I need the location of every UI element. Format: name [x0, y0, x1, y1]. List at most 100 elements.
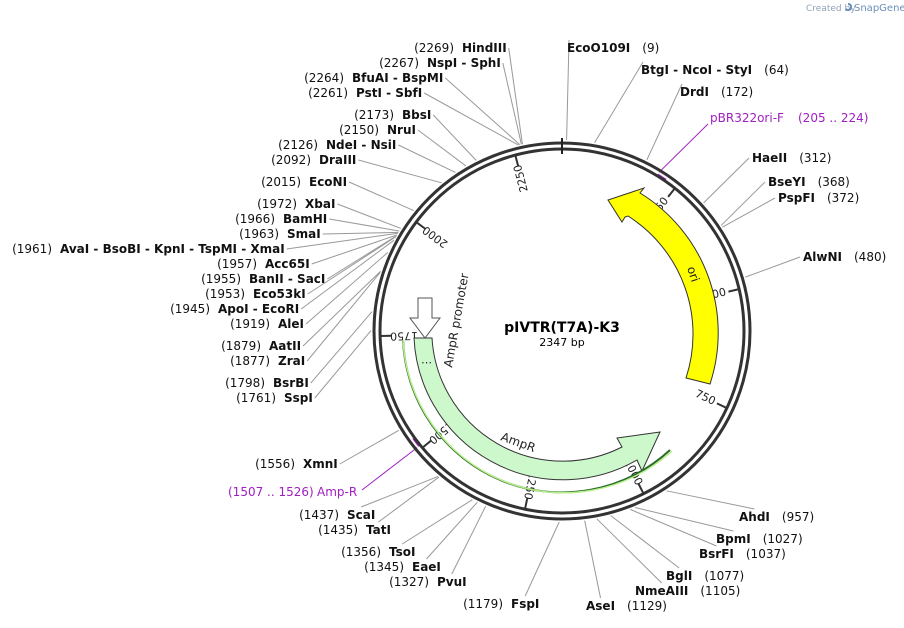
site-label[interactable]: (2267) NspI - SphI — [379, 56, 501, 70]
tick-label: 1750 — [390, 329, 418, 343]
site-label[interactable]: (172)DrdI — [680, 85, 753, 99]
enzyme-name: EaeI — [412, 560, 441, 574]
site-label[interactable]: (1966)BamHI — [235, 212, 327, 226]
site-label[interactable]: (1961)AvaI - BsoBI - KpnI - TspMI - XmaI — [12, 242, 285, 256]
tick-mark — [728, 288, 740, 293]
enzyme-position: (1798) — [225, 376, 265, 390]
site-label[interactable]: (1327)PvuI — [389, 575, 467, 589]
enzyme-position: (2269) — [414, 41, 454, 55]
site-label[interactable]: (1972)XbaI — [257, 197, 335, 211]
enzyme-position: (2173) — [354, 108, 394, 122]
leader-line — [634, 507, 734, 532]
tick-label: 750 — [693, 387, 718, 408]
site-label[interactable]: (1957)Acc65I — [217, 257, 310, 271]
site-label[interactable]: (9)EcoO109I — [567, 41, 659, 55]
primer-label[interactable]: (1507 .. 1526)Amp-R — [228, 485, 357, 499]
enzyme-position: (2126) — [278, 138, 318, 152]
enzyme-name: AvaI - BsoBI - KpnI - TspMI - XmaI — [60, 242, 285, 256]
site-label[interactable]: (1556)XmnI — [255, 457, 338, 471]
site-label[interactable]: (1345)EaeI — [364, 560, 441, 574]
site-label[interactable]: (1077)BglI — [666, 569, 744, 583]
site-label[interactable]: (1919) AleI — [230, 317, 304, 331]
enzyme-position: (1437) — [299, 508, 339, 522]
site-label[interactable]: (1798) BsrBI — [225, 376, 309, 390]
site-label[interactable]: (368)BseYI — [768, 175, 850, 189]
site-label[interactable]: (1945)ApoI - EcoRI — [170, 302, 299, 316]
leader-line — [426, 501, 478, 560]
site-label[interactable]: (957)AhdI — [739, 510, 814, 524]
leader-line — [444, 77, 521, 146]
enzyme-name: AlwNI — [803, 250, 842, 264]
enzyme-position: (2261) — [308, 86, 348, 100]
site-label[interactable]: (2015)EcoNI — [261, 175, 347, 189]
site-label[interactable]: (2092)DraIII — [271, 153, 356, 167]
primer-name: Amp-R — [317, 485, 357, 499]
enzyme-name: AleI — [278, 317, 304, 331]
leader-line — [398, 144, 456, 173]
enzyme-name: AatII — [269, 339, 301, 353]
leader-line — [720, 181, 766, 226]
site-label[interactable]: (1953) Eco53kI — [205, 287, 306, 301]
ampr-feature-arrow[interactable] — [413, 337, 661, 481]
site-label[interactable]: (64)BtgI - NcoI - StyI — [641, 63, 789, 77]
enzyme-name: FspI — [511, 597, 539, 611]
site-label[interactable]: (2264)BfuAI - BspMI — [304, 71, 443, 85]
enzyme-position: (1356) — [341, 545, 381, 559]
enzyme-position: (372) — [827, 191, 859, 205]
ori-feature-label: ori — [684, 265, 702, 284]
enzyme-name: HindIII — [462, 41, 507, 55]
enzyme-position: (1919) — [230, 317, 270, 331]
site-label[interactable]: (2126)NdeI - NsiI — [278, 138, 396, 152]
site-label[interactable]: (2173)BbsI — [354, 108, 431, 122]
site-label[interactable]: (2150)NruI — [339, 123, 416, 137]
enzyme-name: NmeAIII — [635, 584, 688, 598]
enzyme-position: (1105) — [700, 584, 740, 598]
site-label[interactable]: (1877)ZraI — [230, 354, 305, 368]
leader-line — [630, 508, 717, 547]
site-label[interactable]: (1761)SspI — [236, 391, 313, 405]
site-label[interactable]: (1435)TatI — [318, 523, 391, 537]
leader-line — [327, 235, 397, 280]
primer-label[interactable]: pBR322ori-F(205 .. 224) — [710, 111, 868, 125]
site-label[interactable]: (480)AlwNI — [803, 250, 886, 264]
enzyme-position: (368) — [818, 175, 850, 189]
site-label[interactable]: (1037)BsrFI — [699, 547, 786, 561]
enzyme-position: (1556) — [255, 457, 295, 471]
site-label[interactable]: (1105) NmeAIII — [635, 584, 740, 598]
enzyme-position: (1953) — [205, 287, 245, 301]
site-label[interactable]: (1356)TsoI — [341, 545, 415, 559]
site-label[interactable]: (1955)BanII - SacI — [201, 272, 325, 286]
enzyme-position: (2150) — [339, 123, 379, 137]
enzyme-position: (1327) — [389, 575, 429, 589]
enzyme-name: EcoNI — [309, 175, 347, 189]
tick-mark — [637, 483, 645, 495]
site-label[interactable]: (2261)PstI - SbfI — [308, 86, 422, 100]
ori-feature-arrow[interactable] — [607, 186, 719, 385]
site-label[interactable]: (1179)FspI — [463, 597, 539, 611]
site-label[interactable]: (1437)ScaI — [299, 508, 375, 522]
site-label[interactable]: (2269) HindIII — [414, 41, 507, 55]
enzyme-name: BsrBI — [273, 376, 309, 390]
site-label[interactable]: (372)PspFI — [778, 191, 859, 205]
enzyme-name: SmaI — [287, 227, 321, 241]
enzyme-position: (1877) — [230, 354, 270, 368]
leader-line — [566, 39, 570, 141]
created-by-text: Created by — [806, 4, 856, 14]
enzyme-position: (2264) — [304, 71, 344, 85]
enzyme-name: BpmI — [716, 532, 751, 546]
site-label[interactable]: (1129)AseI — [586, 599, 667, 613]
site-label[interactable]: (1879)AatII — [221, 339, 301, 353]
leader-line — [417, 129, 467, 167]
site-label[interactable]: (312)HaeII — [752, 151, 832, 165]
enzyme-position: (2267) — [379, 56, 419, 70]
enzyme-name: Eco53kI — [253, 287, 306, 301]
ampr-promoter-arrow[interactable] — [409, 297, 441, 339]
site-label[interactable]: (1963)SmaI — [239, 227, 321, 241]
leader-line — [432, 114, 477, 161]
ampr-dots: ⋯ — [421, 356, 432, 369]
leader-line — [423, 92, 519, 146]
primer-leader — [658, 123, 709, 173]
enzyme-name: AhdI — [739, 510, 770, 524]
site-label[interactable]: (1027)BpmI — [716, 532, 803, 546]
enzyme-name: NspI - SphI — [427, 56, 501, 70]
